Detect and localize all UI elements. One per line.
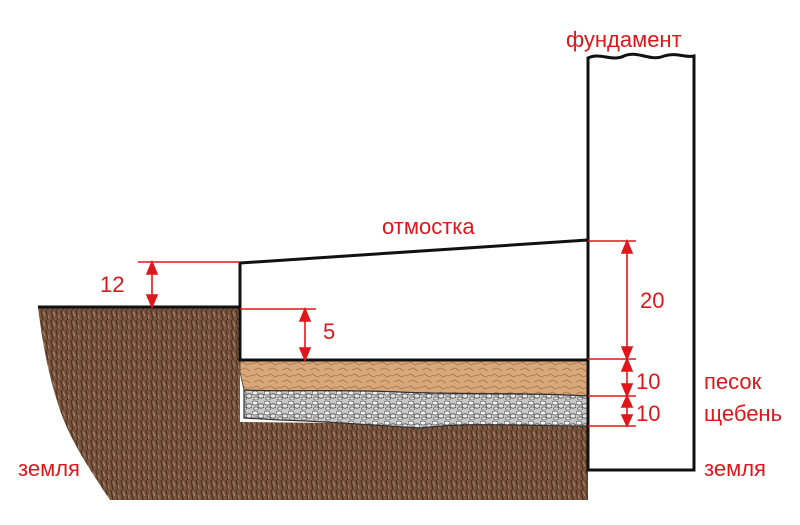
dimension-step-height <box>138 259 240 310</box>
dimension-slab-depth-wall <box>588 238 636 362</box>
foundation-wall <box>586 52 696 472</box>
label-foundation: фундамент <box>566 27 682 52</box>
dimension-slab-depth-edge <box>240 306 316 363</box>
label-sand: песок <box>704 369 762 394</box>
label-blind-area: отмостка <box>382 214 475 239</box>
blind-area-slab <box>238 238 590 362</box>
label-soil-right: земля <box>704 456 766 481</box>
dimension-gravel-thickness <box>588 394 636 428</box>
dimension-label-slab-depth-edge: 5 <box>323 319 335 344</box>
dimension-label-sand-thickness: 10 <box>636 369 660 394</box>
gravel-layer <box>243 389 589 429</box>
label-gravel: щебень <box>704 401 782 426</box>
dimension-sand-thickness <box>588 356 636 399</box>
dimension-label-step-height: 12 <box>100 272 124 297</box>
label-soil-left: земля <box>18 456 80 481</box>
dimension-label-slab-depth-wall: 20 <box>640 288 664 313</box>
dimension-label-gravel-thickness: 10 <box>636 401 660 426</box>
soil-body <box>38 307 588 500</box>
